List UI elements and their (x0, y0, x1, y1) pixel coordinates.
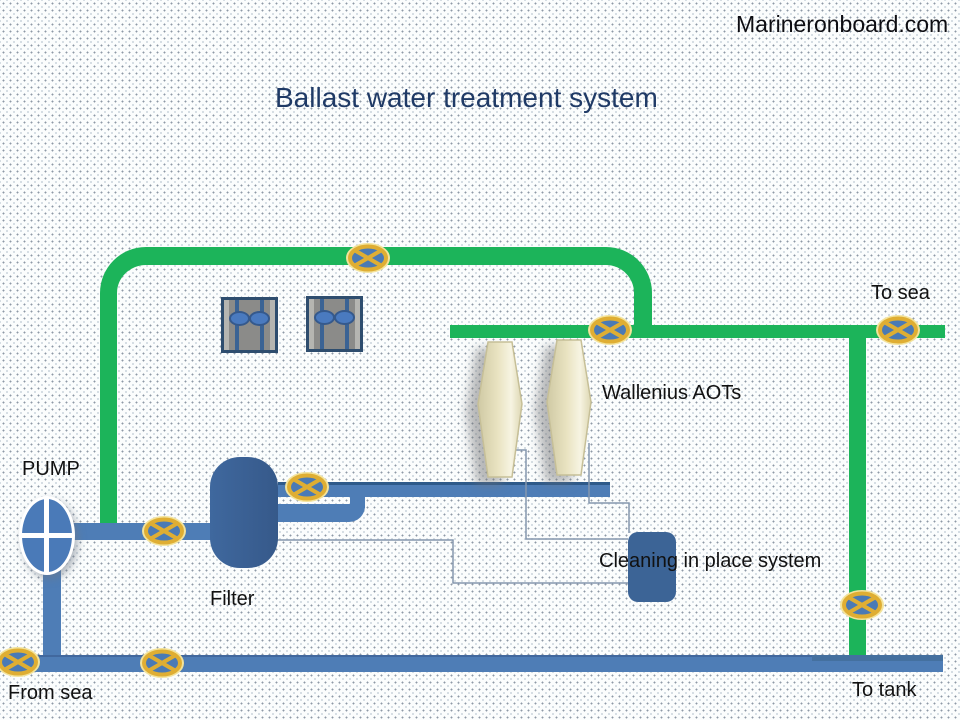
valve-to-sea (876, 315, 920, 345)
label-cleaning-in-place: Cleaning in place system (599, 550, 822, 572)
label-filter: Filter (210, 588, 255, 610)
pipe-green-riser-left (100, 320, 117, 530)
pipe-filter-elbow-riser (350, 494, 365, 508)
cabinet-gauge-icon (249, 311, 270, 326)
aot-unit-1 (477, 341, 523, 478)
cip-unit (628, 532, 676, 602)
pipe-bottom-joint-segment (812, 655, 943, 661)
cabinet-edge-strip (224, 300, 229, 350)
pipe-pump-to-filter (56, 523, 216, 540)
cabinet-edge-strip (309, 299, 314, 349)
valve-bottom-main (140, 648, 184, 678)
label-to-sea: To sea (871, 282, 930, 304)
filter-vessel (210, 457, 278, 568)
label-wallenius-aots: Wallenius AOTs (602, 382, 742, 404)
cabinet-gauge-icon (334, 310, 355, 325)
pipe-pump-suction (43, 565, 61, 660)
cabinet-edge-strip (270, 300, 275, 350)
control-cabinet-2 (306, 296, 363, 352)
pump-cross-vertical (44, 498, 49, 573)
cabinet-edge-strip (355, 299, 360, 349)
pipe-to-tank-vertical (849, 333, 866, 658)
control-cabinet-1 (221, 297, 278, 353)
label-from-sea: From sea (8, 682, 93, 704)
page-title: Ballast water treatment system (275, 82, 658, 113)
valve-aot-outlet (588, 315, 632, 345)
label-pump: PUMP (22, 458, 80, 480)
aot-unit-2 (546, 339, 592, 476)
valve-to-tank (840, 590, 884, 620)
valve-sea-chest (0, 647, 40, 677)
valve-overboard-top (346, 243, 390, 273)
pipe-bottom-main (0, 655, 943, 672)
label-to-tank: To tank (852, 679, 917, 701)
cabinet-gauge-icon (229, 311, 250, 326)
cabinet-gauge-icon (314, 310, 335, 325)
brand-text: Marineronboard.com (736, 11, 949, 37)
pipe-filter-elbow-horizontal (278, 504, 365, 522)
valve-filter-outlet (285, 472, 329, 502)
valve-pump-discharge (142, 516, 186, 546)
pump (19, 496, 75, 575)
pipe-to-sea-horizontal (450, 325, 945, 338)
